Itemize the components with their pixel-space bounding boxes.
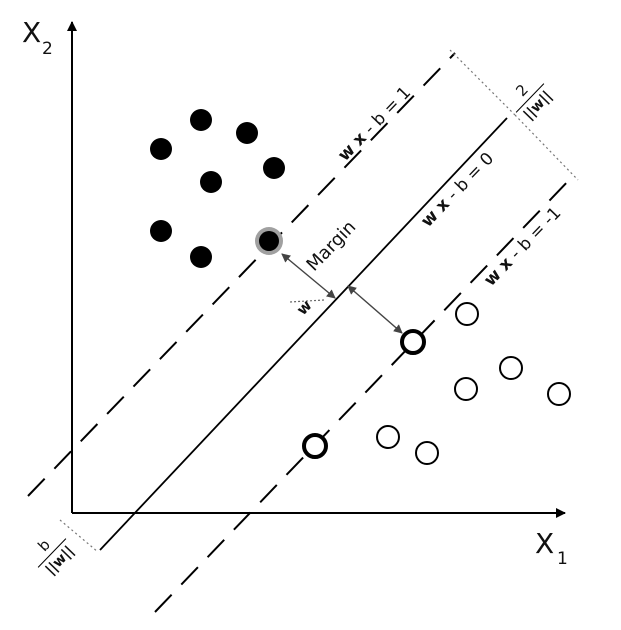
support-vector-hollow (400, 329, 426, 355)
normal-vector-label: w (293, 296, 316, 319)
y-axis-subscript: 2 (42, 39, 53, 59)
margin-width-extent-bottom (514, 114, 579, 181)
fraction-bar (37, 538, 67, 568)
filled-point (150, 138, 172, 160)
filled-point (236, 122, 258, 144)
margin-width-extent-top (449, 49, 516, 116)
margin-arrow-upper (281, 253, 336, 299)
margin-width-numerator: 2 (512, 81, 532, 100)
middle-line-equation: w x - b = 0 (417, 149, 498, 232)
support-vector-hollow (302, 433, 328, 459)
hollow-points (376, 302, 571, 465)
normal-vector-arrow (289, 299, 325, 303)
hollow-point (499, 356, 523, 380)
support-vector-filled (259, 231, 279, 251)
offset-numerator: b (34, 536, 54, 555)
hollow-point (547, 382, 571, 406)
filled-point (150, 220, 172, 242)
hollow-point (455, 302, 479, 326)
lower-margin-line (154, 175, 574, 613)
margin-arrow-lower (347, 285, 403, 334)
hollow-point (415, 441, 439, 465)
filled-point (263, 157, 285, 179)
offset-extent (59, 519, 99, 553)
fraction-bar (515, 83, 545, 113)
upper-margin-line (27, 52, 456, 497)
x-axis-subscript: 1 (557, 549, 568, 569)
filled-points (150, 109, 285, 268)
y-axis-label: X (22, 16, 41, 49)
margin-width-fraction: 2 ||w|| (512, 81, 555, 124)
offset-fraction: b ||w|| (34, 536, 77, 579)
filled-point (200, 171, 222, 193)
hollow-point (376, 425, 400, 449)
decision-boundary (99, 117, 508, 551)
filled-point (190, 246, 212, 268)
x-axis-label: X (535, 527, 554, 560)
hollow-point (454, 377, 478, 401)
upper-line-equation: w x - b = 1 (334, 83, 415, 166)
margin-label: Margin (302, 217, 360, 276)
lower-line-equation: w x - b = -1 (480, 203, 565, 290)
filled-point (190, 109, 212, 131)
